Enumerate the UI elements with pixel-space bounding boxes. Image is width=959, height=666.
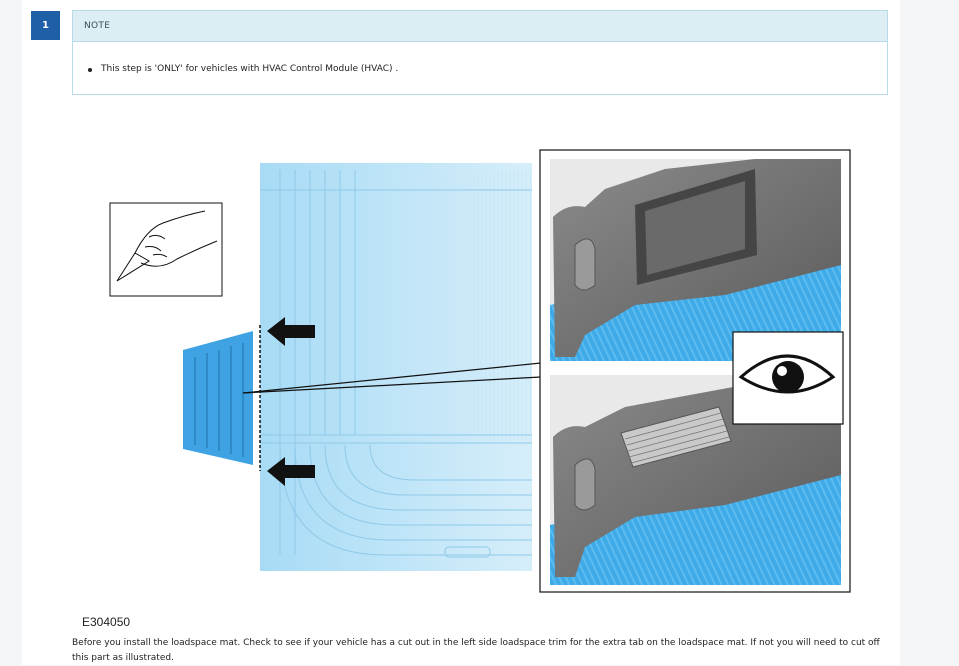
step-caption: Before you install the loadspace mat. Ch… xyxy=(72,638,880,663)
note-list-item: This step is 'ONLY' for vehicles with HV… xyxy=(88,64,399,74)
mat-extra-tab xyxy=(183,325,261,471)
eye-icon xyxy=(732,331,844,425)
note-item-text: This step is 'ONLY' for vehicles with HV… xyxy=(101,64,399,74)
leader-lines xyxy=(242,362,542,394)
loadspace-mat xyxy=(260,163,532,571)
arrow-left-icon xyxy=(267,317,315,346)
illustration-figure xyxy=(109,149,851,593)
bullet-dot xyxy=(88,68,92,72)
step-number-badge: 1 xyxy=(31,11,60,40)
note-heading: NOTE xyxy=(73,11,887,42)
note-box: NOTE This step is 'ONLY' for vehicles wi… xyxy=(72,10,888,95)
figure-id: E304050 xyxy=(82,615,131,629)
arrow-left-icon xyxy=(267,457,315,486)
knife-icon xyxy=(109,202,223,297)
